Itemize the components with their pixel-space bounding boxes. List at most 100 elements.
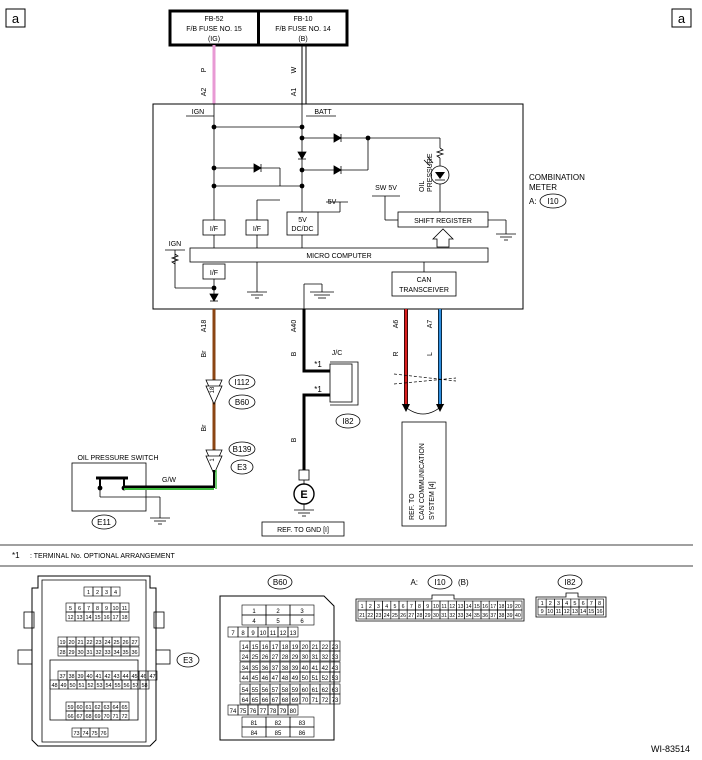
star-mark-2: *1 bbox=[314, 385, 322, 394]
oil-pressure-lamp bbox=[423, 156, 450, 185]
connector-pin-label: 42 bbox=[104, 674, 110, 680]
pressure-label: PRESSURE bbox=[427, 153, 434, 192]
connector-pin-label: 7 bbox=[87, 606, 90, 612]
ground-label: E bbox=[300, 489, 307, 501]
connector-pin-label: 6 bbox=[402, 604, 405, 610]
i10-prefix: A: bbox=[410, 578, 418, 587]
connector-pin-label: 25 bbox=[252, 655, 259, 661]
connector-pin-label: 21 bbox=[312, 645, 319, 651]
connector-pin-label: 14 bbox=[242, 645, 249, 651]
connector-pin-label: 33 bbox=[458, 613, 464, 619]
connector-pin-label: 41 bbox=[312, 666, 319, 672]
connector-pin-label: 35 bbox=[252, 666, 259, 672]
pin-can-l: A7 bbox=[427, 320, 434, 329]
connector-pin-label: 55 bbox=[252, 688, 259, 694]
svg-text:CAN: CAN bbox=[417, 277, 432, 284]
connector-pin-label: 16 bbox=[596, 609, 602, 615]
connector-i112-b60: 18 I112 B60 bbox=[205, 374, 256, 410]
label-i112: I112 bbox=[235, 378, 251, 387]
connector-pin-label: 38 bbox=[499, 613, 505, 619]
connector-pin-label: 28 bbox=[59, 650, 65, 656]
connector-pin-label: 74 bbox=[230, 709, 237, 715]
wire-color-oil: Br bbox=[201, 350, 208, 358]
connector-pin-label: 62 bbox=[322, 688, 329, 694]
connector-pin bbox=[289, 726, 315, 738]
connector-pin-label: 12 bbox=[449, 604, 455, 610]
fuse-15-sub: (IG) bbox=[208, 36, 220, 43]
connector-pin-label: 34 bbox=[242, 666, 249, 672]
connector-pin-label: 10 bbox=[547, 609, 553, 615]
connector-pin-label: 68 bbox=[85, 714, 91, 720]
connector-pin-label: 28 bbox=[417, 613, 423, 619]
pin-ign: A2 bbox=[201, 88, 208, 97]
connector-pin bbox=[119, 611, 130, 622]
connector-pin-label: 2 bbox=[369, 604, 372, 610]
connector-pin-label: 81 bbox=[251, 721, 258, 727]
connector-pin-label: 9 bbox=[251, 631, 255, 637]
connector-pin-label: 30 bbox=[302, 655, 309, 661]
connector-pin-label: 15 bbox=[588, 609, 594, 615]
connector-pin-label: 25 bbox=[113, 640, 119, 646]
svg-text:MICRO COMPUTER: MICRO COMPUTER bbox=[306, 253, 371, 260]
connector-pin-label: 8 bbox=[598, 601, 601, 607]
connector-pin-label: 50 bbox=[69, 683, 75, 689]
connector-pin-label: 85 bbox=[275, 731, 282, 737]
sw5v-label: SW 5V bbox=[375, 185, 397, 192]
connector-pin-label: 10 bbox=[260, 631, 267, 637]
connector-pin-label: 13 bbox=[572, 609, 578, 615]
connector-pin-label: 33 bbox=[104, 650, 110, 656]
connector-pin-label: 16 bbox=[103, 615, 109, 621]
connector-pin-label: 61 bbox=[85, 705, 91, 711]
connector-pin-label: 38 bbox=[68, 674, 74, 680]
connector-pin-label: 16 bbox=[482, 604, 488, 610]
label-b60: B60 bbox=[235, 398, 250, 407]
connector-pin-label: 59 bbox=[67, 705, 73, 711]
connector-pin bbox=[129, 646, 140, 657]
connector-pin-label: 1 bbox=[541, 601, 544, 607]
connector-pin-label: 69 bbox=[292, 698, 299, 704]
if-box-1 bbox=[202, 219, 226, 236]
connector-pin-label: 18 bbox=[499, 604, 505, 610]
connector-pin-label: 12 bbox=[67, 615, 73, 621]
connector-pin-label: 59 bbox=[292, 688, 299, 694]
connector-b139-e3: 1 B139 E3 bbox=[205, 441, 256, 475]
connector-pin-label: 9 bbox=[105, 606, 108, 612]
connector-pin-label: 26 bbox=[262, 655, 269, 661]
connector-pin-label: 32 bbox=[449, 613, 455, 619]
meter-conn-prefix: A: bbox=[529, 197, 537, 206]
connector-pin-label: 2 bbox=[549, 601, 552, 607]
connector-pin-label: 3 bbox=[557, 601, 560, 607]
connector-pin-label: 83 bbox=[299, 721, 306, 727]
connector-pin-label: 6 bbox=[78, 606, 81, 612]
connector-pin-label: 3 bbox=[105, 590, 108, 596]
connector-pin-label: 76 bbox=[100, 731, 106, 737]
connector-pin-label: 24 bbox=[104, 640, 110, 646]
svg-text:a: a bbox=[678, 11, 686, 26]
wire-color-can-l: L bbox=[427, 352, 434, 356]
connector-pin-label: 12 bbox=[280, 631, 287, 637]
connector-pin-label: 64 bbox=[242, 698, 249, 704]
ref-can-box bbox=[401, 421, 447, 527]
connector-pin-label: 9 bbox=[541, 609, 544, 615]
connector-pin-label: 72 bbox=[322, 698, 329, 704]
connector-pin-label: 7 bbox=[590, 601, 593, 607]
connector-pin-label: 53 bbox=[96, 683, 102, 689]
wire-color-batt: W bbox=[291, 66, 298, 73]
connector-pin bbox=[289, 614, 315, 626]
combination-meter: IGN BATT bbox=[152, 103, 524, 310]
connector-pin-label: 39 bbox=[292, 666, 299, 672]
connector-pin-label: 57 bbox=[132, 683, 138, 689]
connector-pin-label: 54 bbox=[242, 688, 249, 694]
connector-pin-label: 4 bbox=[385, 604, 388, 610]
connector-pin-label: 8 bbox=[418, 604, 421, 610]
connector-pin bbox=[329, 671, 341, 683]
connector-pin-label: 47 bbox=[149, 674, 155, 680]
connector-pin-label: 71 bbox=[112, 714, 118, 720]
connector-pin-label: 56 bbox=[123, 683, 129, 689]
connector-pin-label: 46 bbox=[262, 676, 269, 682]
connector-pin-label: 44 bbox=[122, 674, 128, 680]
connector-pin-label: 34 bbox=[466, 613, 472, 619]
if-box-3 bbox=[202, 263, 226, 280]
